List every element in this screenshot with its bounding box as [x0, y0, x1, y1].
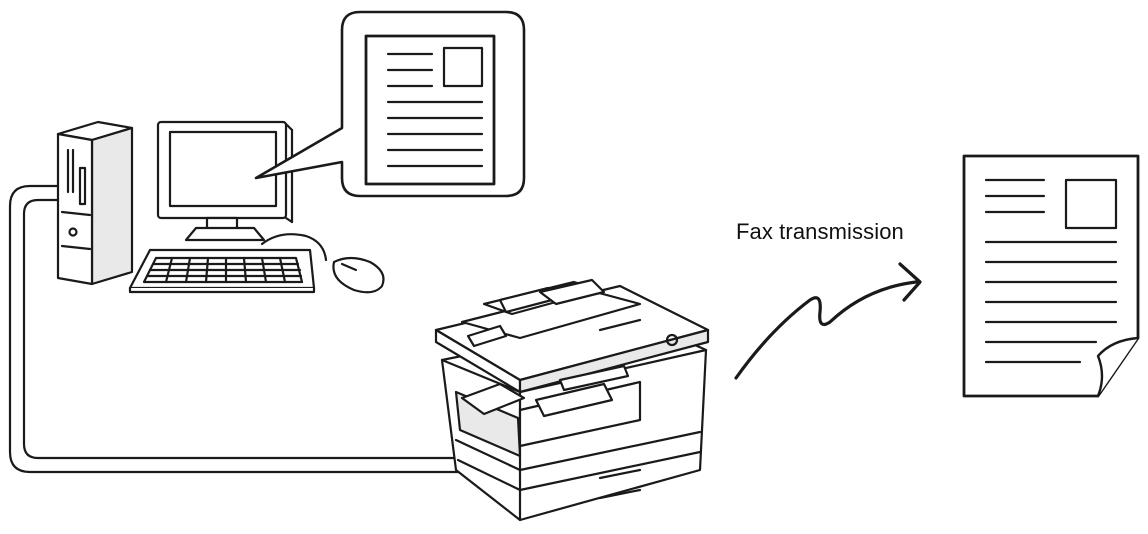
fax-transmission-label: Fax transmission: [736, 219, 904, 244]
monitor-icon: [158, 122, 292, 240]
connection-cable: [10, 186, 458, 472]
transmission-arrow-icon: [736, 264, 920, 378]
keyboard-icon: [130, 250, 314, 292]
received-document-icon: [964, 156, 1138, 396]
fax-machine-icon: [436, 280, 708, 520]
document-callout-icon: [256, 12, 524, 196]
pc-tower-icon: [58, 122, 132, 284]
mouse-icon: [262, 234, 384, 292]
